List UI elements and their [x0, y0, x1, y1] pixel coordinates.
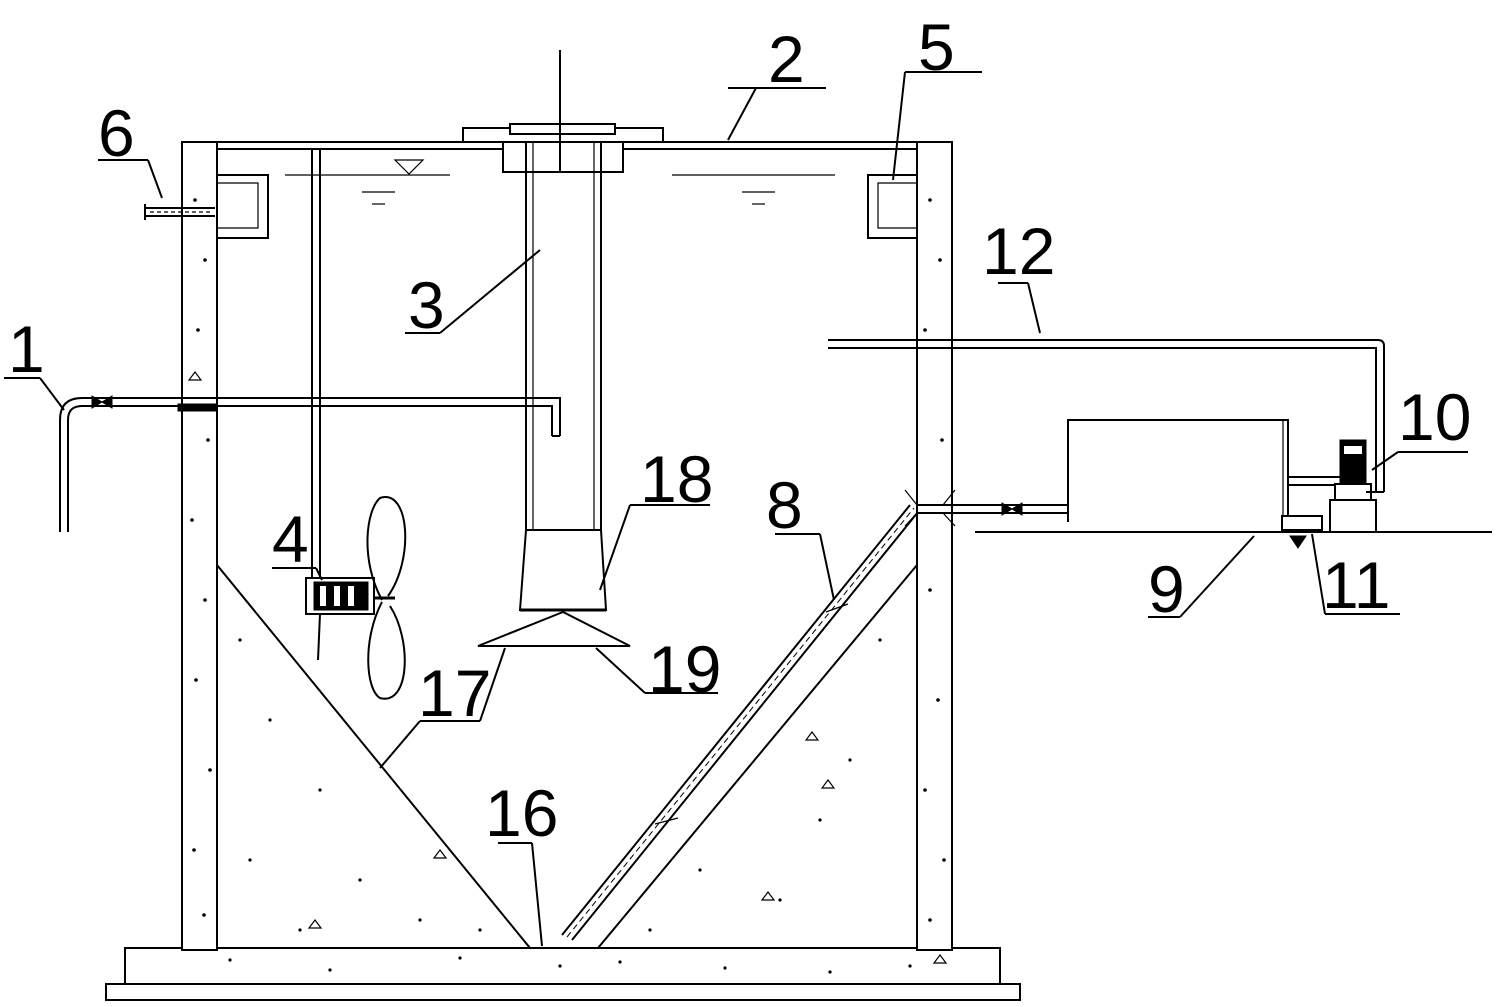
callout-labels: 1 2 3 4 5 6 8 9 10 11 12 16 17 18 19: [8, 10, 1471, 850]
label-6: 6: [98, 96, 135, 170]
label-9: 9: [1148, 552, 1185, 626]
tank-left-wall: [181, 141, 218, 951]
hopper-walls: [216, 564, 918, 949]
overflow-weir-left: [217, 174, 269, 239]
foundation-base: [105, 947, 1021, 1001]
bell-mouth: [518, 529, 608, 612]
label-4: 4: [272, 502, 309, 576]
concrete-texture: [187, 198, 948, 974]
label-12: 12: [982, 214, 1055, 288]
sludge-tank: [1067, 419, 1289, 522]
label-3: 3: [408, 268, 445, 342]
drain-outlet: [1281, 515, 1323, 549]
outlet-pipe: [144, 204, 215, 220]
label-19: 19: [648, 632, 721, 706]
label-17: 17: [418, 656, 491, 730]
mixer: [305, 149, 407, 700]
discharge-pipe: [904, 489, 1068, 527]
tank-cover: [217, 123, 917, 173]
label-11: 11: [1322, 548, 1391, 622]
leader-lines: [4, 71, 1468, 947]
label-8: 8: [766, 468, 803, 542]
overflow-weir-right: [867, 174, 917, 239]
sludge-pipe: [561, 504, 919, 941]
central-pipe: [525, 50, 602, 530]
label-1: 1: [8, 312, 45, 386]
label-2: 2: [768, 22, 805, 96]
water-level-right: [672, 174, 835, 205]
pump: [1288, 439, 1377, 533]
inlet-pipe: [59, 395, 561, 532]
reflector-plate: [477, 610, 631, 647]
label-16: 16: [485, 776, 558, 850]
label-18: 18: [640, 442, 713, 516]
water-level-left: [285, 159, 450, 205]
label-5: 5: [918, 10, 955, 84]
tank-right-wall: [916, 141, 953, 951]
label-10: 10: [1398, 380, 1471, 454]
return-pipe: [828, 339, 1385, 493]
